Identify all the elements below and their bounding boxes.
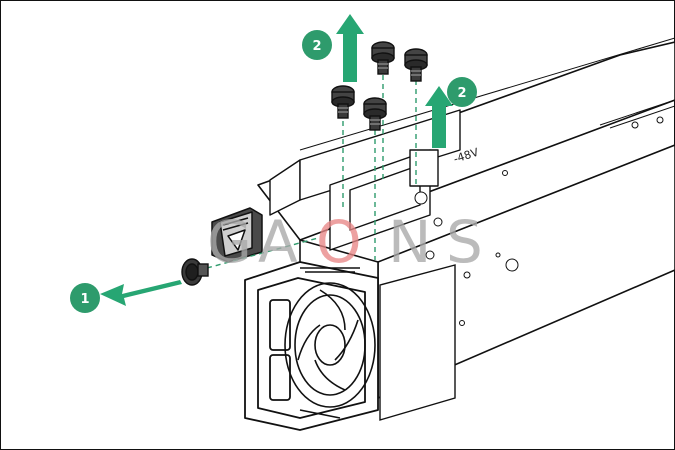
fan-icon	[284, 267, 376, 419]
psu-bracket	[269, 109, 461, 251]
psu-front-recess	[379, 264, 456, 421]
watermark-letter-n: N	[388, 208, 433, 276]
psu-top-rails	[299, 37, 675, 263]
watermark-letter-s: S	[446, 208, 485, 276]
watermark-letter-a: A	[258, 208, 300, 276]
callout-label: 1	[80, 292, 89, 307]
callout-step-1: 1	[70, 283, 100, 313]
screw-icon	[181, 258, 209, 286]
callout-step-2b: 2	[447, 77, 477, 107]
arrow-icon	[425, 86, 453, 148]
screw-icon	[363, 97, 387, 131]
watermark-letter-g: G	[207, 208, 254, 276]
screw-icon	[404, 48, 428, 82]
callout-label: 2	[457, 86, 466, 101]
fan-handle-assembly	[244, 261, 379, 431]
latch-clip	[211, 207, 263, 263]
watermark: G A O N S	[207, 208, 485, 276]
callout-step-2a: 2	[302, 30, 332, 60]
screw-icon	[371, 41, 395, 75]
watermark-letter-o: O	[316, 208, 364, 276]
arrow-icon	[100, 280, 182, 306]
screw-icon	[331, 85, 355, 119]
dashed-guides	[206, 75, 417, 269]
arrow-icon	[336, 14, 364, 82]
psu-rivets	[414, 116, 664, 326]
callout-label: 2	[312, 39, 321, 54]
